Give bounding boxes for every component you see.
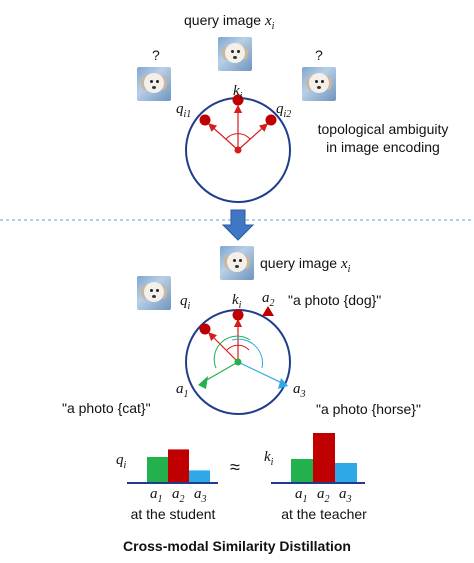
top-q1-label: qi1 — [176, 101, 192, 120]
prompt-dog-label: "a photo {dog}" — [288, 292, 382, 308]
prompt-horse-label: "a photo {horse}" — [316, 401, 421, 417]
teacher-tick-1: a1 — [295, 486, 308, 505]
student-tick-1: a1 — [150, 486, 163, 505]
bottom-point-k — [232, 309, 244, 321]
bottom-a1-label: a1 — [176, 381, 189, 400]
top-ambiguity-line1: topological ambiguity — [317, 121, 449, 137]
approx-symbol: ≈ — [230, 457, 240, 477]
top-point-q1 — [199, 114, 211, 126]
bottom-arrow-a3 — [237, 361, 283, 384]
student-caption: at the student — [130, 506, 216, 522]
figure-title: Cross-modal Similarity Distillation — [123, 538, 351, 554]
augmented-dog-image-bottom — [137, 276, 171, 310]
student-tick-3: a3 — [194, 486, 207, 505]
bottom-arrow-q — [208, 332, 239, 363]
top-arrow-q1 — [208, 123, 239, 151]
top-query-label: query image xi — [184, 12, 275, 32]
top-ambiguity-line2: in image encoding — [326, 139, 440, 155]
bottom-a3-label: a3 — [293, 381, 306, 400]
teacher-chart-bar-a1 — [291, 459, 313, 483]
bottom-green-arc — [213, 335, 251, 369]
teacher-chart-bar-a3 — [335, 463, 357, 483]
student-chart-bar-a2 — [168, 449, 189, 483]
student-chart-bar-a3 — [189, 470, 210, 483]
bottom-k-label: ki — [232, 292, 242, 311]
student-chart-bar-a1 — [147, 456, 168, 483]
down-arrow — [221, 209, 255, 241]
teacher-chart-bar-a2 — [313, 433, 335, 483]
teacher-tick-3: a3 — [339, 486, 352, 505]
bottom-q-label: qi — [180, 293, 191, 312]
bottom-point-a2 — [262, 306, 274, 316]
student-bar-chart — [127, 449, 218, 484]
bottom-a2-label: a2 — [262, 290, 275, 309]
top-point-k — [232, 94, 244, 106]
prompt-cat-label: "a photo {cat}" — [62, 400, 151, 416]
augmented-dog-image-left — [137, 67, 171, 101]
bottom-point-a1 — [198, 376, 208, 389]
bottom-red-arc — [226, 344, 250, 351]
bottom-point-q — [199, 323, 211, 335]
query-dog-image-top — [218, 37, 252, 71]
top-question-left: ? — [152, 47, 160, 63]
top-question-right: ? — [315, 47, 323, 63]
bottom-center-dot — [234, 358, 242, 366]
teacher-var-label: ki — [264, 449, 274, 468]
bottom-cyan-arc — [231, 338, 263, 369]
student-tick-2: a2 — [172, 486, 185, 505]
top-q2-label: qi2 — [276, 101, 292, 120]
top-center-dot — [234, 146, 242, 154]
teacher-tick-2: a2 — [317, 486, 330, 505]
bottom-arrow-a1 — [204, 361, 239, 382]
top-k-label: ki — [233, 83, 243, 102]
teacher-caption: at the teacher — [281, 506, 367, 522]
top-angle-arc — [225, 133, 251, 140]
bottom-point-a3 — [278, 378, 288, 389]
augmented-dog-image-right — [302, 67, 336, 101]
top-point-q2 — [265, 114, 277, 126]
query-dog-image-bottom — [220, 246, 254, 280]
teacher-bar-chart — [271, 433, 365, 484]
top-arrow-q2 — [237, 123, 268, 151]
student-var-label: qi — [116, 452, 127, 471]
bottom-query-label: query image xi — [260, 255, 351, 275]
